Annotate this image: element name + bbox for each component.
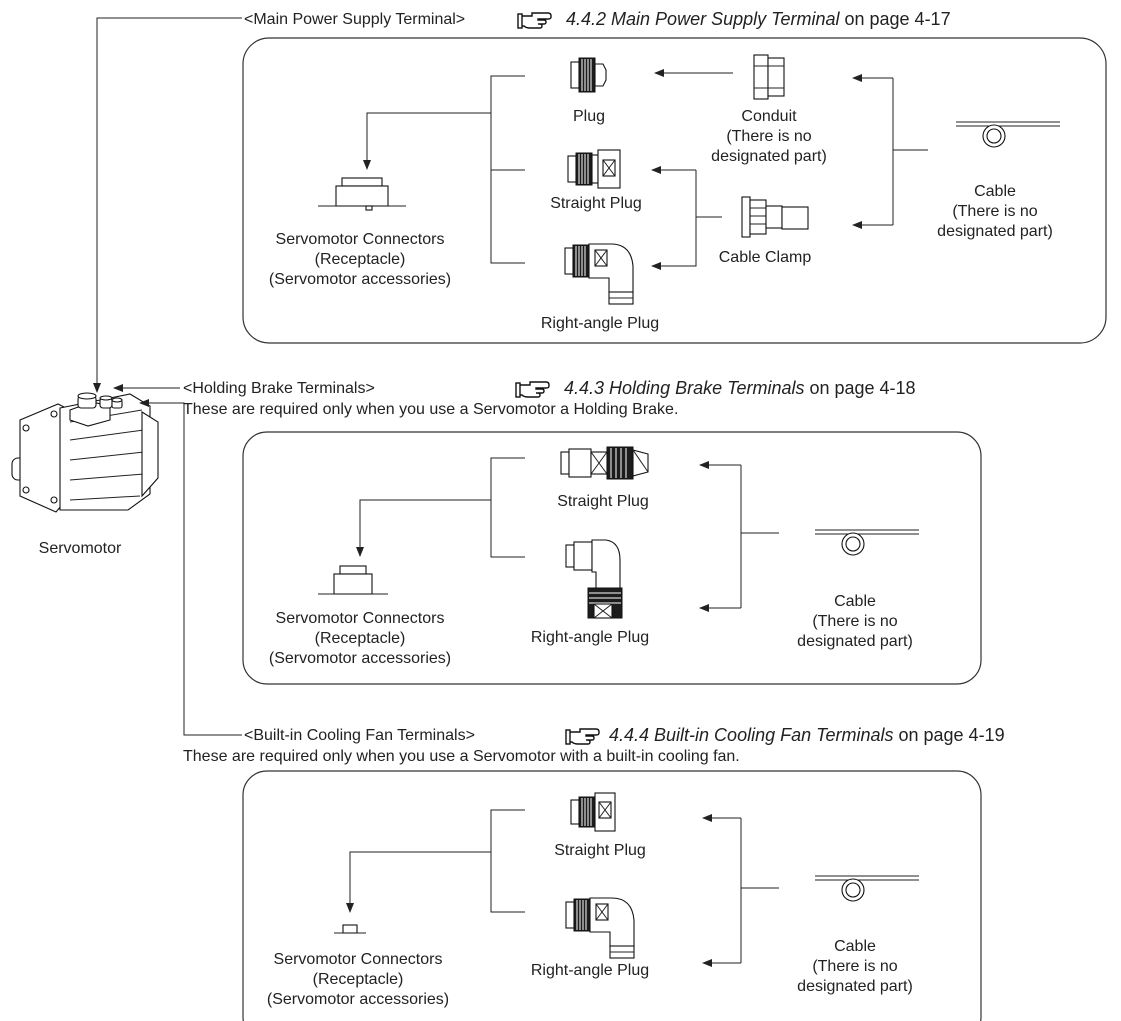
straight-plug-icon [570, 792, 616, 832]
section-frame [242, 431, 982, 685]
reference-page: on page 4-18 [804, 378, 915, 398]
receptacle-icon [318, 565, 388, 595]
cable-line-3: designated part) [797, 978, 913, 995]
receptacle-line-2: (Receptacle) [313, 971, 404, 988]
cable-line-3: designated part) [797, 633, 913, 650]
cable-line-2: (There is no [812, 613, 897, 630]
right-angle-plug-icon [564, 243, 634, 305]
reference-title[interactable]: 4.4.2 Main Power Supply Terminal [566, 9, 840, 29]
right-angle-plug-icon [565, 539, 623, 619]
reference-page: on page 4-17 [839, 9, 950, 29]
conduit-line-3: designated part) [711, 148, 827, 165]
cable-line-3: designated part) [937, 223, 1053, 240]
section-header: <Main Power Supply Terminal> [244, 11, 465, 28]
main-power-feed-line [93, 17, 242, 393]
section-frame [242, 37, 1107, 344]
section-cooling-fan: <Built-in Cooling Fan Terminals> 4.4.4 B… [183, 725, 1005, 1021]
cable-clamp-icon [741, 196, 809, 238]
servomotor-label: Servomotor [39, 540, 122, 557]
cable-line-1: Cable [974, 183, 1016, 200]
reference-title[interactable]: 4.4.3 Holding Brake Terminals [564, 378, 804, 398]
right-angle-plug-label: Right-angle Plug [531, 962, 649, 979]
receptacle-line-3: (Servomotor accessories) [269, 650, 451, 667]
straight-plug-icon [567, 149, 621, 189]
cable-clamp-label: Cable Clamp [719, 249, 812, 266]
receptacle-arrow [363, 112, 491, 170]
right-angle-plug-label: Right-angle Plug [541, 315, 659, 332]
straight-plug-label: Straight Plug [550, 195, 642, 212]
receptacle-line-1: Servomotor Connectors [274, 951, 443, 968]
clamp-to-right-angle-arrow [651, 170, 697, 270]
section-note: These are required only when you use a S… [183, 401, 678, 418]
cable-icon [814, 875, 920, 902]
plug-bracket [490, 457, 525, 558]
receptacle-line-3: (Servomotor accessories) [267, 991, 449, 1008]
pointing-hand-icon [517, 12, 552, 29]
receptacle-line-2: (Receptacle) [315, 630, 406, 647]
receptacle-arrow [356, 499, 491, 557]
plug-bracket [490, 809, 525, 913]
reference-title[interactable]: 4.4.4 Built-in Cooling Fan Terminals [609, 725, 893, 745]
cable-line-1: Cable [834, 593, 876, 610]
cable-icon [955, 121, 1061, 148]
reference-page: on page 4-19 [893, 725, 1004, 745]
section-header: <Built-in Cooling Fan Terminals> [244, 727, 475, 744]
cable-line-2: (There is no [952, 203, 1037, 220]
cable-line-2: (There is no [812, 958, 897, 975]
receptacle-arrow [346, 851, 491, 913]
pointing-hand-icon [565, 728, 600, 745]
servomotor-icon [11, 392, 159, 513]
receptacle-line-1: Servomotor Connectors [276, 610, 445, 627]
conduit-line-2: (There is no [726, 128, 811, 145]
section-main-power: <Main Power Supply Terminal> 4.4.2 Main … [242, 9, 1107, 344]
straight-plug-label: Straight Plug [557, 493, 649, 510]
receptacle-icon [334, 924, 366, 934]
right-angle-plug-label: Right-angle Plug [531, 629, 649, 646]
cable-line-1: Cable [834, 938, 876, 955]
conduit-icon [753, 54, 785, 100]
section-reference[interactable]: 4.4.4 Built-in Cooling Fan Terminals on … [609, 725, 1005, 745]
pointing-hand-icon [515, 381, 550, 398]
section-header: <Holding Brake Terminals> [183, 380, 375, 397]
receptacle-line-2: (Receptacle) [315, 251, 406, 268]
cable-icon [814, 529, 920, 556]
plug-icon [570, 57, 607, 93]
receptacle-line-1: Servomotor Connectors [276, 231, 445, 248]
straight-plug-icon [560, 446, 649, 480]
section-holding-brake: <Holding Brake Terminals> 4.4.3 Holding … [183, 378, 982, 685]
section-reference[interactable]: 4.4.2 Main Power Supply Terminal on page… [566, 9, 951, 29]
right-angle-plug-icon [565, 897, 635, 959]
plug-label: Plug [573, 108, 605, 125]
servomotor: Servomotor [11, 392, 159, 557]
receptacle-line-3: (Servomotor accessories) [269, 271, 451, 288]
straight-plug-label: Straight Plug [554, 842, 646, 859]
section-reference[interactable]: 4.4.3 Holding Brake Terminals on page 4-… [564, 378, 916, 398]
receptacle-icon [317, 177, 407, 211]
conduit-line-1: Conduit [741, 108, 797, 125]
section-frame [242, 770, 982, 1021]
section-note: These are required only when you use a S… [183, 748, 740, 765]
fan-feed-line [139, 399, 242, 736]
